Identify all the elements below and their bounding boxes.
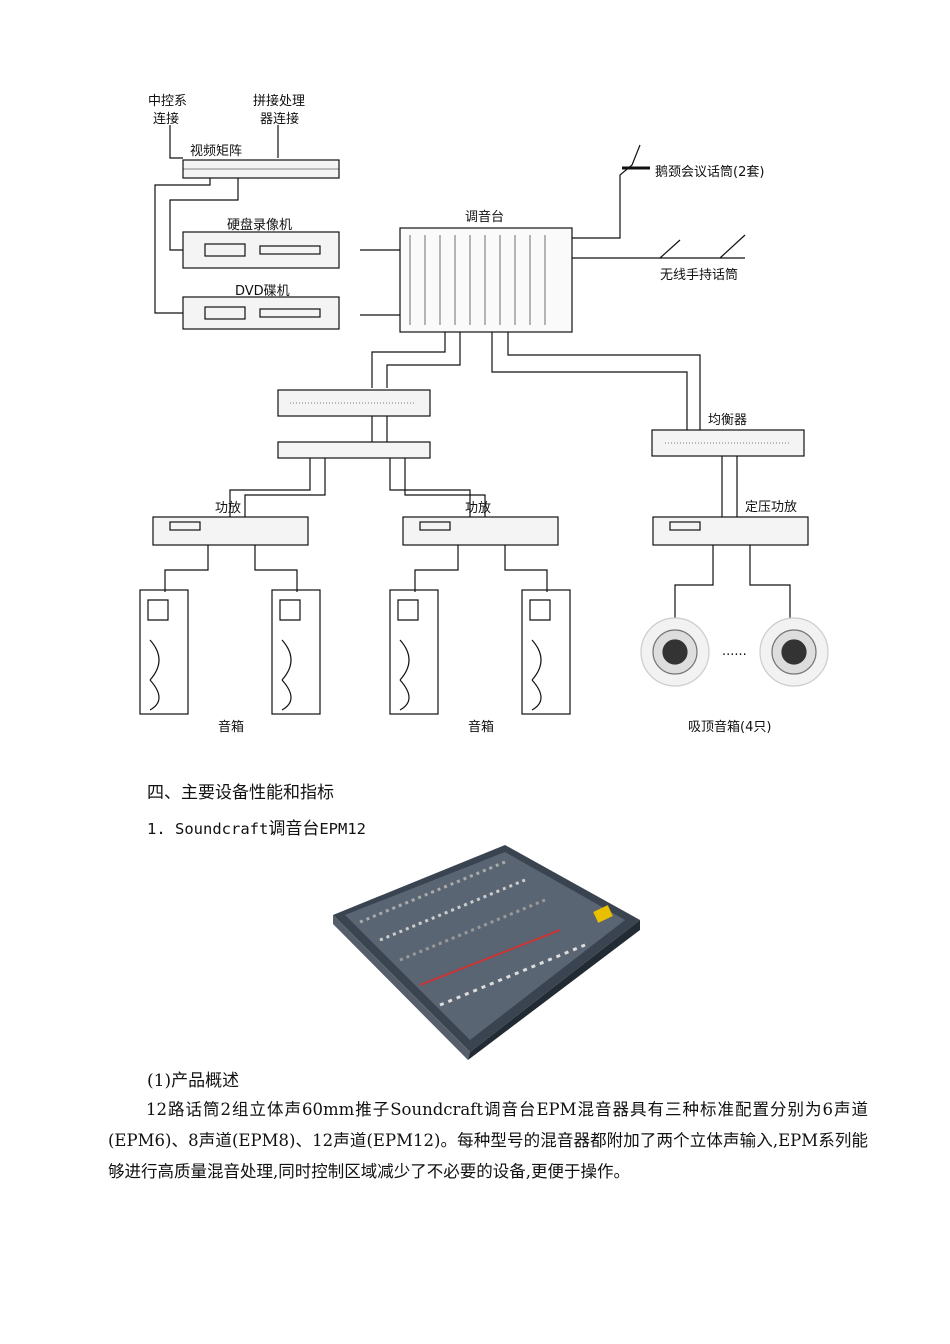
label-dvd: DVD碟机	[235, 284, 290, 299]
label-equalizer: 均衡器	[708, 413, 748, 428]
label-connect: 连接	[153, 112, 180, 127]
speaker-1	[139, 589, 189, 715]
dvd-device	[182, 296, 340, 330]
mixer-device	[399, 227, 573, 333]
product-heading-number: 1.	[147, 820, 175, 838]
speaker-2	[271, 589, 321, 715]
system-diagram	[139, 125, 829, 715]
label-mixer: 调音台	[465, 210, 505, 225]
speaker-3	[389, 589, 439, 715]
label-speaker-right: 音箱	[468, 720, 495, 735]
label-cv-amp: 定压功放	[745, 500, 798, 515]
label-ceiling-speakers: 吸顶音箱(4只)	[688, 720, 772, 735]
dvr-device	[182, 231, 340, 269]
label-wireless-mic: 无线手持话筒	[660, 268, 739, 283]
label-speaker-left: 音箱	[218, 720, 245, 735]
label-central-control: 中控系	[148, 94, 188, 109]
label-video-matrix: 视频矩阵	[190, 144, 243, 159]
overview-heading: (1)产品概述	[147, 1071, 240, 1091]
section-heading: 四、主要设备性能和指标	[147, 783, 334, 803]
left-amp-device	[152, 516, 309, 546]
label-gooseneck-mic: 鹅颈会议话筒(2套)	[655, 165, 765, 180]
product-heading-middle: 调音台	[268, 819, 320, 839]
product-heading-brand: Soundcraft	[175, 820, 269, 838]
label-dvr: 硬盘录像机	[227, 218, 293, 233]
overview-paragraph: 12路话筒2组立体声60mm推子Soundcraft调音台EPM混音器具有三种标…	[108, 1100, 868, 1181]
label-device-connect: 器连接	[260, 112, 300, 127]
label-amp-left: 功放	[215, 501, 242, 516]
right-amp-device	[402, 516, 559, 546]
label-splice-processor: 拼接处理	[253, 94, 306, 109]
product-heading-model: EPM12	[319, 820, 366, 838]
label-amp-right: 功放	[465, 501, 492, 516]
cv-amp-device	[652, 516, 809, 546]
label-ellipsis: ......	[722, 644, 747, 659]
product-heading: 1. Soundcraft调音台EPM12	[147, 814, 366, 839]
speaker-4	[521, 589, 571, 715]
left-crossover-device	[277, 441, 431, 459]
